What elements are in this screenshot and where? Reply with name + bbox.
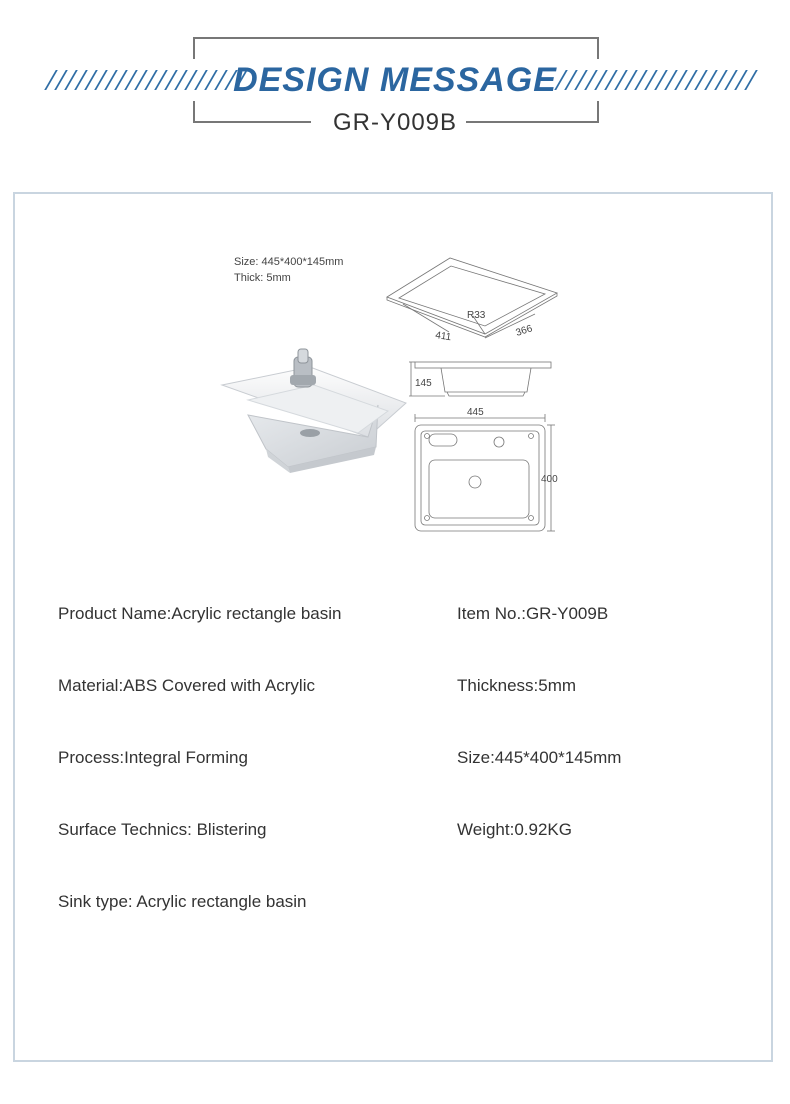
dim-445: 445 [467, 407, 484, 418]
content-panel [13, 192, 773, 1062]
spec-product-name: Product Name:Acrylic rectangle basin [58, 604, 342, 623]
header-frame-right-top [597, 37, 599, 59]
dim-366: 366 [515, 323, 535, 339]
spec-thickness: Thickness:5mm [457, 676, 577, 695]
page-title: DESIGN MESSAGE [233, 61, 557, 99]
technical-drawing: 411 R33 366 145 445 400 [386, 257, 558, 532]
header-frame-right-bottom [597, 101, 599, 123]
spec-size: Size:445*400*145mm [457, 748, 622, 767]
spec-process: Process:Integral Forming [58, 748, 248, 767]
dim-411: 411 [435, 330, 453, 343]
model-number: GR-Y009B [332, 109, 458, 136]
plan-view [414, 414, 555, 532]
dim-r33: R33 [467, 310, 486, 321]
side-view [409, 361, 552, 397]
header-frame-bottom-right [466, 121, 599, 123]
drawing-size-note: Size: 445*400*145mm [234, 256, 344, 268]
spec-item-no: Item No.:GR-Y009B [457, 604, 609, 623]
isometric-view [386, 257, 558, 339]
dim-400: 400 [541, 474, 558, 485]
spec-weight: Weight:0.92KG [457, 820, 572, 839]
drawing-thick-note: Thick: 5mm [234, 272, 291, 284]
header-frame-top [193, 37, 599, 39]
header-frame-left-bottom [193, 101, 195, 123]
spec-sink-type: Sink type: Acrylic rectangle basin [58, 892, 307, 911]
product-photo [220, 348, 407, 473]
spec-surface: Surface Technics: Blistering [58, 820, 267, 839]
spec-material: Material:ABS Covered with Acrylic [58, 676, 315, 695]
header-frame-left-top [193, 37, 195, 59]
dim-145: 145 [415, 378, 432, 389]
header-frame-bottom-left [193, 121, 311, 123]
